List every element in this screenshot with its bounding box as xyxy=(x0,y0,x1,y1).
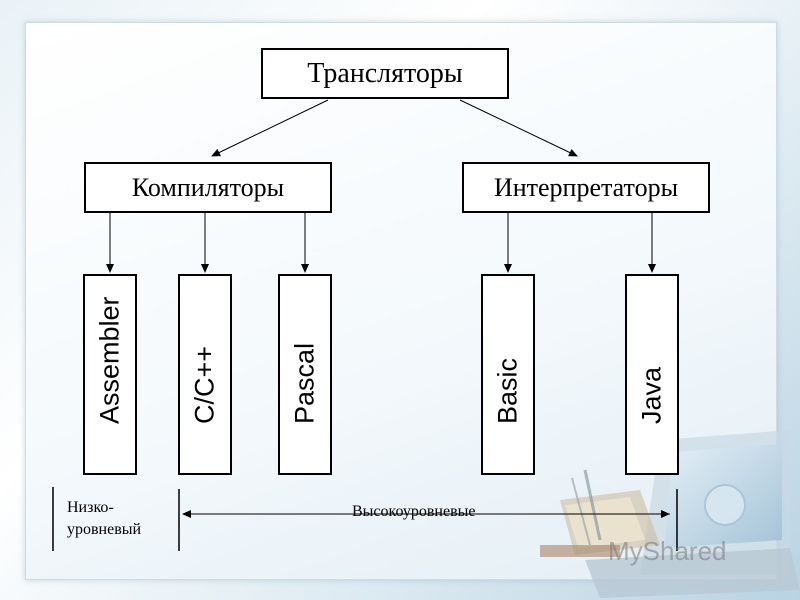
assembler-node: Assembler xyxy=(83,274,137,475)
high-level-label: Высокоуровневые xyxy=(352,503,476,520)
interpreters-node: Интерпретаторы xyxy=(462,162,710,213)
low-level-label: Низко- уровневый xyxy=(67,499,142,538)
assembler-label: Assembler xyxy=(94,296,125,424)
interpreters-label: Интерпретаторы xyxy=(493,172,679,202)
arrow-root-to-compilers xyxy=(211,99,329,157)
basic-label: Basic xyxy=(492,357,523,424)
cpp-node: C/C++ xyxy=(178,274,232,475)
compilers-label: Компиляторы xyxy=(131,172,285,202)
translators-node: Трансляторы xyxy=(261,48,509,99)
java-label: Java xyxy=(636,366,667,424)
compilers-node: Компиляторы xyxy=(84,162,332,213)
cpp-label: C/C++ xyxy=(189,345,220,424)
basic-node: Basic xyxy=(481,274,535,475)
arrow-root-to-interpreters xyxy=(459,99,578,157)
pascal-label: Pascal xyxy=(289,342,320,424)
java-node: Java xyxy=(625,274,679,475)
watermark-logo: MyShared xyxy=(608,536,727,566)
translators-label: Трансляторы xyxy=(307,57,463,89)
pascal-node: Pascal xyxy=(278,274,332,475)
